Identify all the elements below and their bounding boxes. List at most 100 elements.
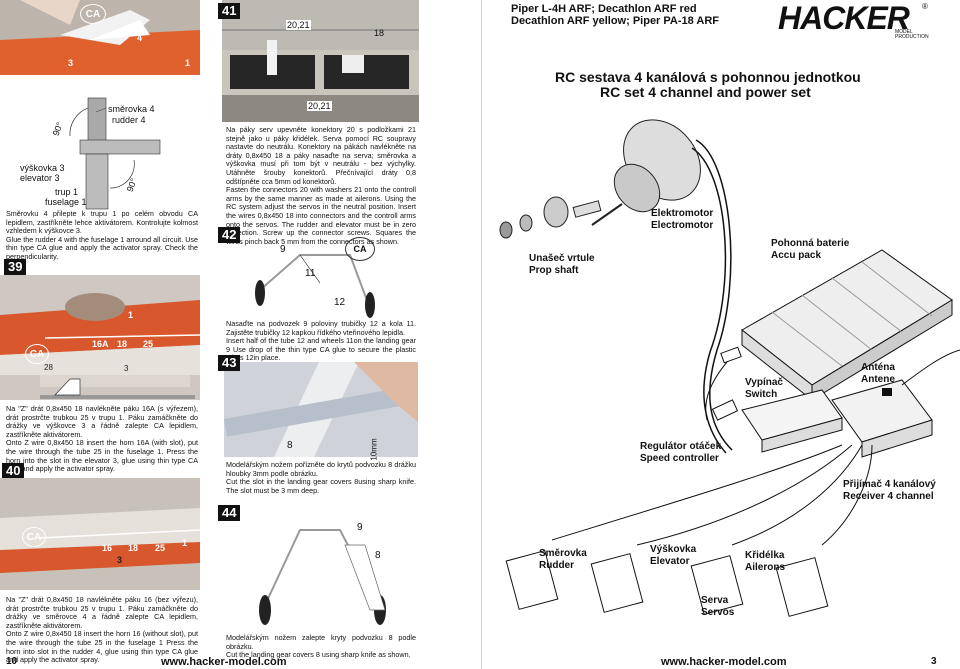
footer-url-right[interactable]: www.hacker-model.com — [661, 656, 787, 668]
label-antenna-en: Antene — [861, 374, 895, 385]
step42-text: Nasaďte na podvozek 9 poloviny trubičky … — [226, 319, 416, 363]
label-antenna-cz: Anténa — [861, 362, 895, 373]
servo-rudder-icon — [505, 550, 559, 610]
step43-en: Cut the slot in the landing gear covers … — [226, 477, 416, 495]
elevator-label-en: elevator 3 — [20, 173, 60, 183]
step41-en: Fasten the connectors 20 with washers 21… — [226, 185, 416, 246]
motor-icon — [591, 119, 701, 226]
part-label-1: 1 — [185, 58, 191, 68]
page-divider — [481, 0, 482, 669]
photo-cutting-slot — [224, 362, 418, 457]
footer-url-left[interactable]: www.hacker-model.com — [161, 656, 287, 668]
label-esc-cz: Regulátor otáček — [640, 441, 722, 452]
part-label-3: 3 — [68, 58, 74, 68]
part-label-3-b: 3 — [124, 364, 129, 373]
landing-gear-drawing — [255, 254, 375, 318]
label-motor-cz: Elektromotor — [651, 208, 714, 219]
label-esc-en: Speed controller — [640, 453, 719, 464]
label-20-21-bottom: 20,21 — [307, 101, 332, 111]
page-title-en: RC set 4 channel and power set — [600, 84, 811, 100]
step-number-41: 41 — [218, 3, 241, 19]
label-20-21-top: 20,21 — [286, 20, 311, 30]
step-bottom-cz: Na "Z" drát 0,8x450 18 navlékněte páku 1… — [6, 595, 198, 630]
part-label-25-b: 25 — [155, 543, 166, 553]
label-elevator-servo-cz: Výškovka — [650, 544, 697, 555]
page-number-right: 3 — [931, 656, 937, 667]
part-label-8-cover: 8 — [287, 440, 293, 451]
step43-text: Modelářským nožem pořízněte do krytů pod… — [226, 460, 416, 495]
step43-cz: Modelářským nožem pořízněte do krytů pod… — [226, 460, 416, 478]
label-rudder-servo-en: Rudder — [539, 560, 574, 571]
step-number-42: 42 — [218, 227, 241, 243]
step44-text: Modelářským nožem zalepte kryty podvozku… — [226, 633, 416, 660]
servo-aileron-1-icon — [690, 555, 744, 615]
part-label-3-c: 3 — [117, 555, 123, 565]
part-label-8-cover-b: 8 — [375, 550, 381, 561]
part-label-16: 16 — [102, 543, 113, 553]
rudder-label-cz: směrovka 4 — [108, 104, 155, 114]
photo-elevator-horn-art — [0, 275, 200, 400]
slot-dimension: 10mm — [369, 438, 379, 461]
ca-marker-bottom: CA — [22, 527, 46, 547]
part-label-28: 28 — [44, 363, 53, 372]
brand-logo: HACKER — [778, 0, 910, 36]
receiver-icon — [831, 379, 933, 458]
horn-detail — [40, 378, 195, 399]
label-motor-en: Electromotor — [651, 220, 714, 231]
fuselage-label-cz: trup 1 — [55, 187, 79, 197]
label-aileron-servo-en: Ailerons — [745, 562, 786, 573]
power-set-diagram — [499, 119, 960, 617]
brand-sub-1: MODEL — [895, 29, 913, 35]
step44-en: Cut the landing gear covers 8 using shar… — [226, 650, 411, 660]
part-label-4: 4 — [137, 33, 143, 43]
step40-text: Na "Z" drát 0,8x450 18 navlékněte páku 1… — [6, 404, 198, 474]
brand-sub-2: PRODUCTION — [895, 34, 929, 40]
step40-cz: Na "Z" drát 0,8x450 18 navlékněte páku 1… — [6, 404, 198, 439]
step-bottom-en: Onto Z wire 0,8x450 18 insert the horn 1… — [6, 629, 198, 665]
label-battery-cz: Pohonná baterie — [771, 238, 850, 249]
label-elevator-servo-en: Elevator — [650, 556, 690, 567]
label-servos-en: Servos — [701, 607, 735, 618]
tail-diagram — [69, 97, 161, 210]
part-label-18-b: 18 — [128, 543, 139, 553]
photo-cutting-slot-art — [224, 362, 418, 457]
servo-elevator-icon — [590, 553, 644, 613]
servo-aileron-2-icon — [775, 557, 829, 617]
step-bottom-text: Na "Z" drát 0,8x450 18 navlékněte páku 1… — [6, 595, 198, 665]
brand-registered-icon: ® — [922, 2, 928, 11]
step39-cz: Směrovku 4 přilepte k trupu 1 po celém o… — [6, 209, 198, 236]
gear-cover-drawing — [259, 529, 386, 625]
step44-cz: Modelářským nožem zalepte kryty podvozku… — [226, 633, 416, 651]
part-label-11-gear: 11 — [305, 268, 316, 279]
ca-marker-40: CA — [25, 344, 49, 364]
model-line-2: Decathlon ARF yellow; Piper PA-18 ARF — [511, 15, 720, 27]
part-label-9-gear: 9 — [280, 244, 286, 255]
part-label-9-cover: 9 — [357, 522, 363, 533]
photo-rudder-horn — [0, 478, 200, 590]
label-battery-en: Accu pack — [771, 250, 822, 261]
label-switch-en: Switch — [745, 389, 778, 400]
label-rudder-servo-cz: Směrovka — [539, 548, 587, 559]
step-number-44: 44 — [218, 505, 241, 521]
rudder-label-en: rudder 4 — [112, 115, 146, 125]
elevator-label-cz: výškovka 3 — [20, 163, 65, 173]
part-label-12-gear: 12 — [334, 297, 346, 308]
page-title-cz: RC sestava 4 kanálová s pohonnou jednotk… — [555, 69, 861, 85]
step-number-40: 40 — [2, 463, 25, 479]
model-line-1: Piper L-4H ARF; Decathlon ARF red — [511, 3, 697, 15]
label-prop-en: Prop shaft — [529, 265, 579, 276]
battery-pack-icon — [741, 249, 953, 402]
speed-controller-icon — [741, 389, 843, 453]
part-label-1-c: 1 — [182, 538, 188, 548]
part-label-1-b: 1 — [128, 310, 134, 320]
label-aileron-servo-cz: Křidélka — [745, 550, 785, 561]
step39-text: Směrovku 4 přilepte k trupu 1 po celém o… — [6, 209, 198, 262]
ca-marker-gear: CA — [345, 237, 375, 261]
photo-elevator-horn — [0, 275, 200, 400]
label-servos-cz: Serva — [701, 595, 729, 606]
part-label-25: 25 — [143, 339, 154, 349]
label-prop-cz: Unašeč vrtule — [529, 253, 595, 264]
step-number-39: 39 — [4, 259, 27, 275]
prop-shaft-icon — [499, 196, 602, 239]
fuselage-label-en: fuselage 1 — [45, 197, 87, 207]
